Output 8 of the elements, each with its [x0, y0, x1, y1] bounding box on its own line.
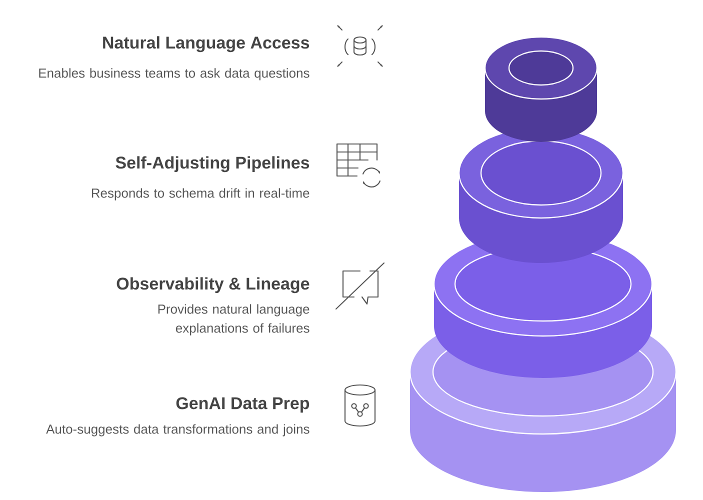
- description-text: Provides natural language explanations of failures: [158, 304, 310, 336]
- description-text: Responds to schema drift in real-time: [92, 188, 310, 200]
- heading-text: Observability & Lineage: [116, 277, 310, 294]
- heading-text: GenAI Data Prep: [176, 397, 310, 413]
- heading-text: Self-Adjusting Pipelines: [116, 156, 310, 172]
- description-text: Auto-suggests data transformations and joins: [46, 424, 310, 436]
- heading-text: Natural Language Access: [103, 36, 310, 52]
- description-text: Enables business teams to ask data questions: [39, 68, 310, 80]
